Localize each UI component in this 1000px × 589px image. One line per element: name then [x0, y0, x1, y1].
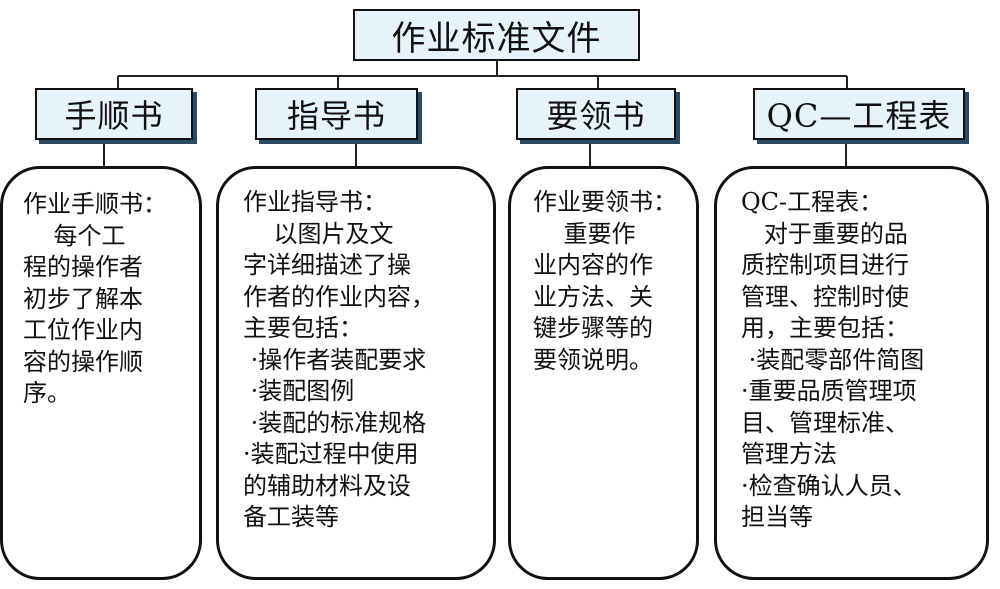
- root-node: 作业标准文件: [353, 9, 640, 61]
- card-line: 目、管理标准、: [741, 408, 909, 437]
- category-label: 指导书: [286, 97, 386, 135]
- card-line: 工位作业内: [23, 316, 143, 344]
- card-line: 重要作: [533, 219, 636, 248]
- card-line: 管理、控制时使: [741, 282, 909, 311]
- card-line: 质控制项目进行: [741, 251, 909, 279]
- card-line: 作者的作业内容，: [243, 282, 435, 311]
- card-line: 以图片及文: [243, 219, 394, 248]
- card-line: 序。: [23, 379, 71, 407]
- card-line: 初步了解本: [23, 284, 143, 313]
- card-title: 作业指导书：: [243, 188, 387, 216]
- card-title: 作业要领书：: [533, 188, 677, 216]
- card-line: ·装配过程中使用: [243, 440, 419, 468]
- card-line: 要领说明。: [533, 345, 653, 374]
- root-label: 作业标准文件: [391, 18, 602, 59]
- card-title: 作业手顺书：: [23, 190, 167, 218]
- card-line: 担当等: [741, 503, 813, 531]
- category-label: 手顺书: [64, 97, 164, 135]
- card-line: 管理方法: [741, 440, 837, 468]
- card-line: 每个工: [23, 221, 126, 250]
- card-title: QC-工程表：: [741, 188, 884, 216]
- card-line: 业方法、关: [533, 282, 653, 311]
- category-node-1: 手顺书: [35, 88, 193, 140]
- description-card-1: 作业手顺书： 每个工 程的操作者 初步了解本 工位作业内 容的操作顺 序。: [0, 166, 202, 580]
- card-line: ·检查确认人员、: [741, 471, 917, 500]
- card-line: 业内容的作: [533, 251, 653, 279]
- card-line: 容的操作顺: [23, 347, 143, 376]
- description-card-4: QC-工程表： 对于重要的品 质控制项目进行 管理、控制时使 用，主要包括： ·…: [714, 166, 989, 580]
- card-line: 备工装等: [243, 503, 339, 531]
- card-line: 对于重要的品: [741, 219, 908, 248]
- category-node-3: 要领书: [516, 88, 676, 140]
- card-line: 程的操作者: [23, 253, 143, 281]
- card-line: ·操作者装配要求: [243, 345, 427, 374]
- card-line: ·装配的标准规格: [243, 408, 427, 437]
- card-line: ·装配图例: [243, 377, 355, 405]
- category-label: QC—工程表: [766, 97, 952, 135]
- card-line: ·装配零部件简图: [741, 345, 925, 374]
- card-line: 字详细描述了操: [243, 251, 411, 279]
- card-line: 键步骤等的: [533, 314, 653, 342]
- description-card-3: 作业要领书： 重要作 业内容的作 业方法、关 键步骤等的 要领说明。: [508, 166, 699, 580]
- card-line: 用，主要包括：: [741, 314, 909, 342]
- category-label: 要领书: [546, 97, 646, 135]
- description-card-2: 作业指导书： 以图片及文 字详细描述了操 作者的作业内容， 主要包括： ·操作者…: [216, 166, 496, 580]
- card-line: 主要包括：: [243, 314, 363, 342]
- category-node-2: 指导书: [255, 88, 418, 140]
- category-node-4: QC—工程表: [753, 88, 965, 140]
- card-line: 的辅助材料及设: [243, 471, 411, 500]
- card-line: ·重要品质管理项: [741, 377, 917, 405]
